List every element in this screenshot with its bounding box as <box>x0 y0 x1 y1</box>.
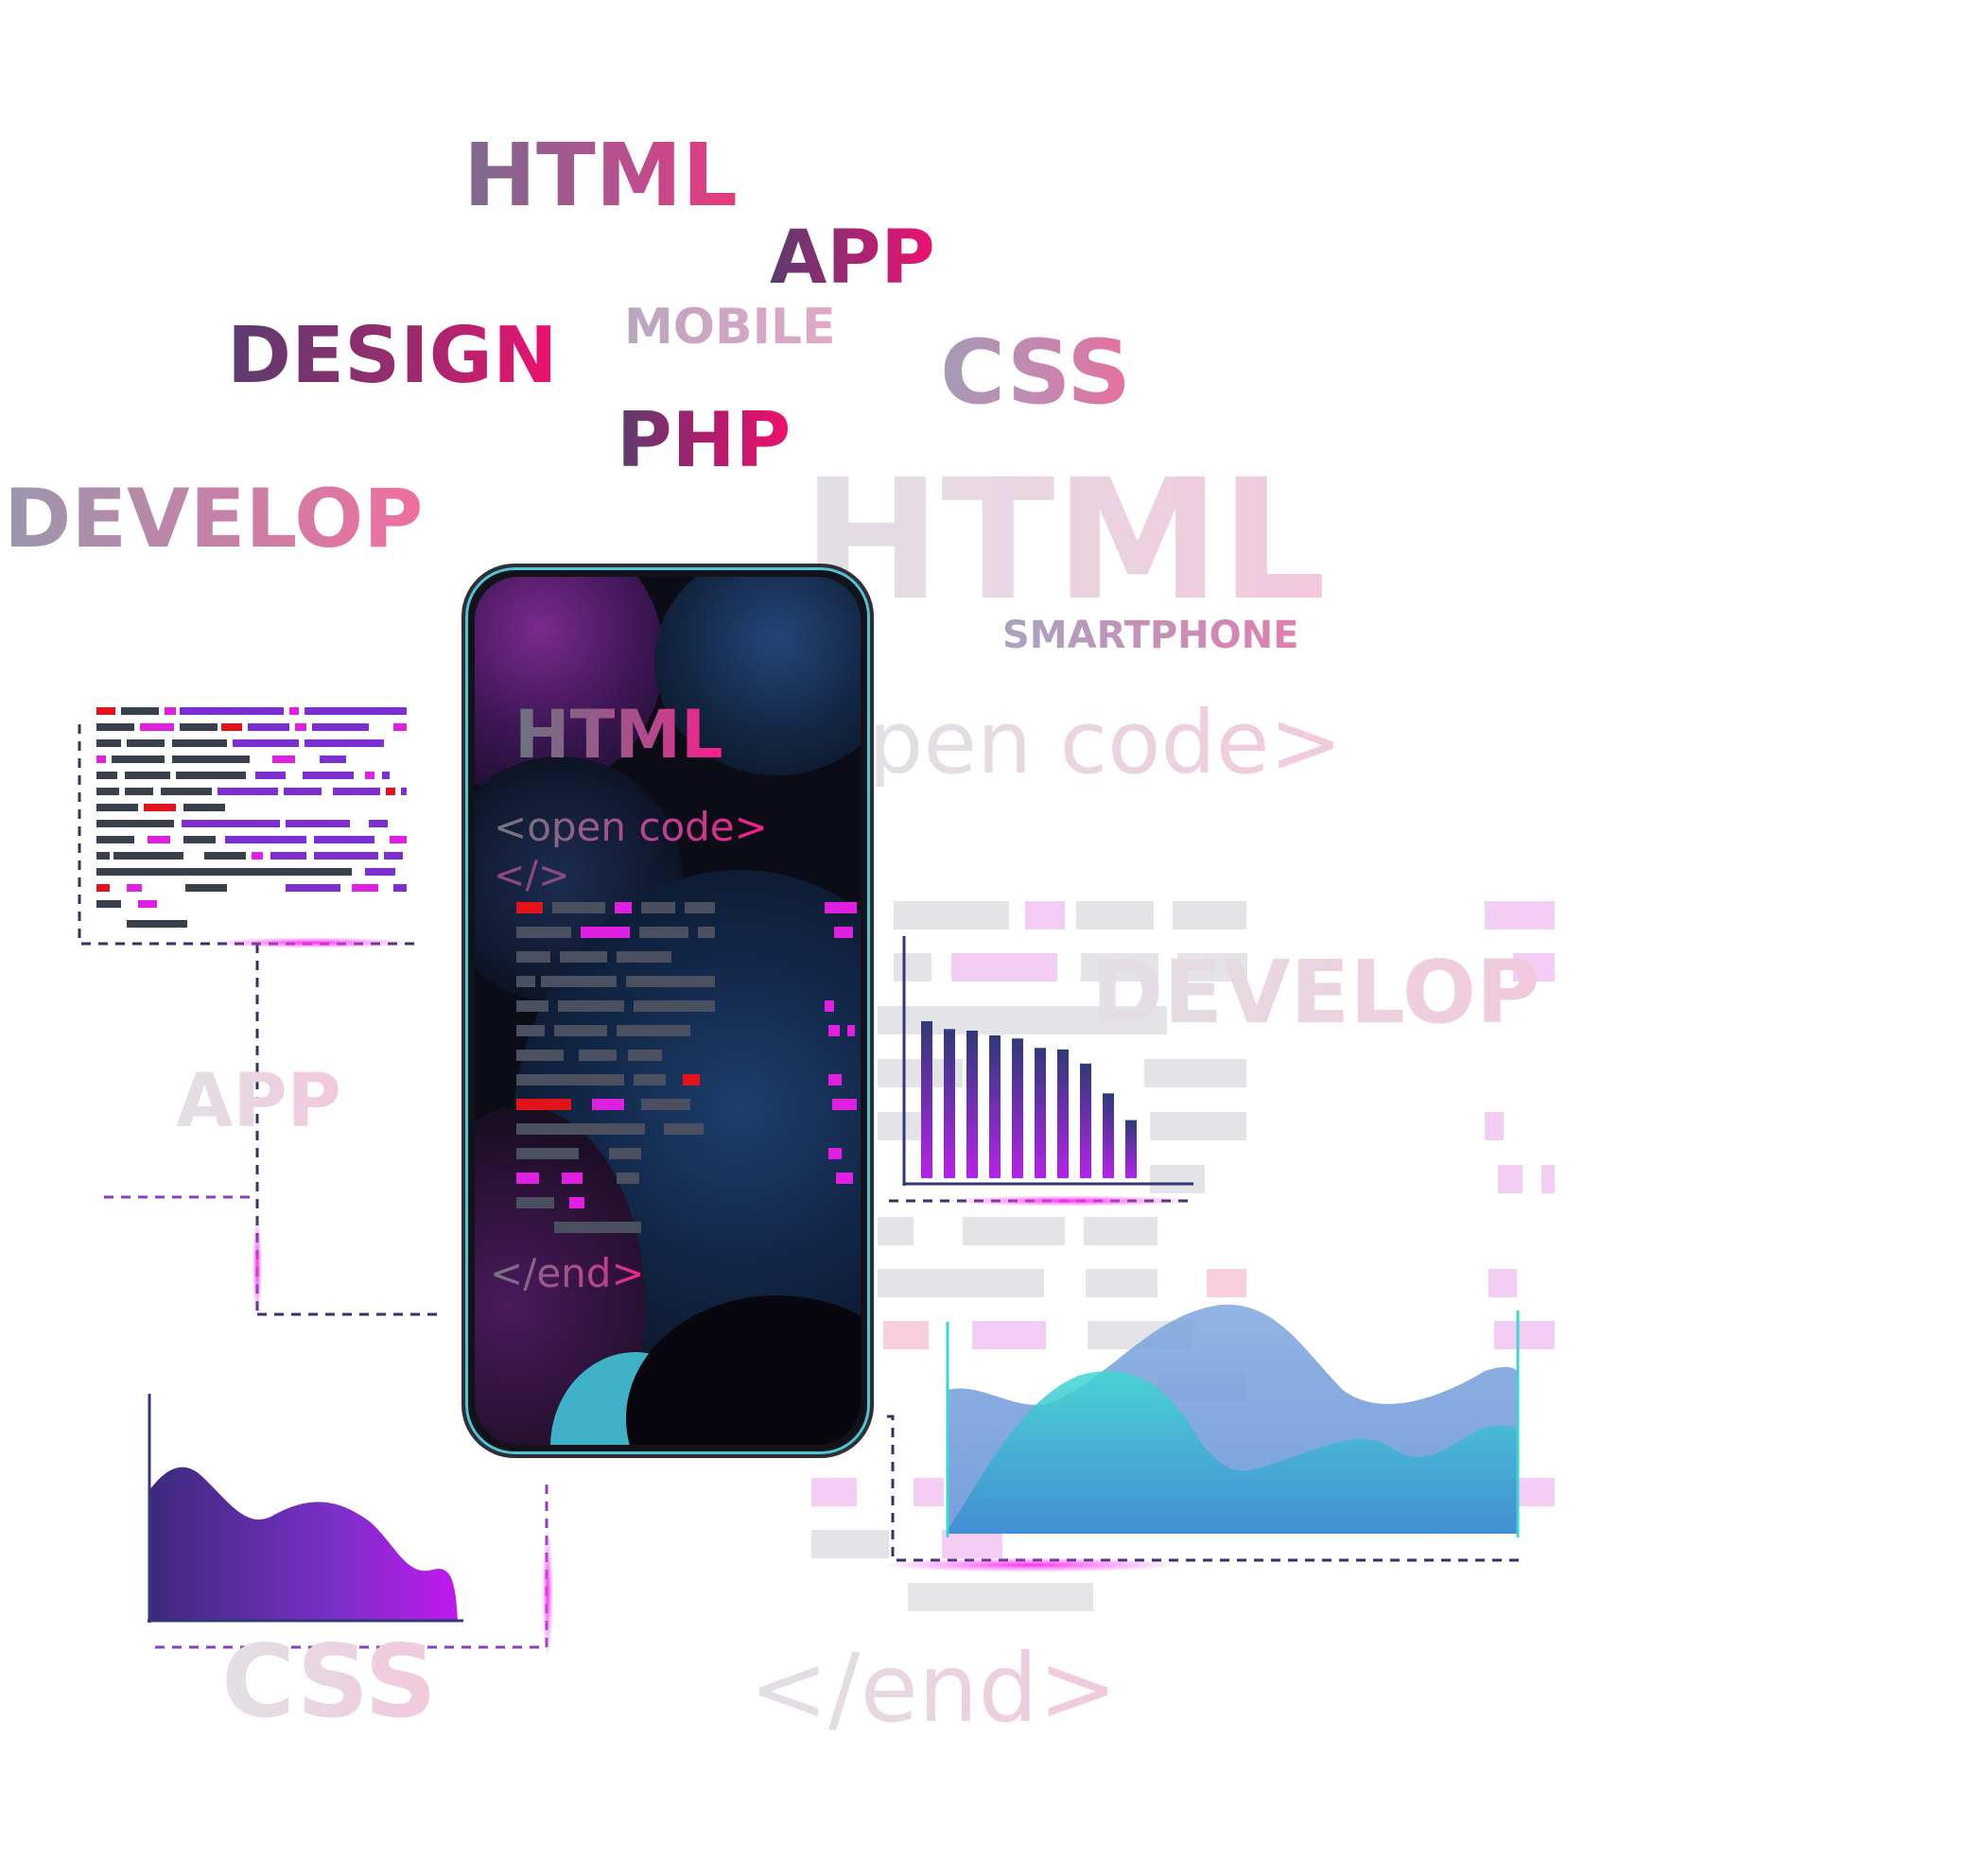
bar <box>1012 1038 1023 1178</box>
smartphone-device: HTML <open code> </> <box>461 564 874 1458</box>
phone-screen: HTML <open code> </> <box>475 577 861 1445</box>
glow-line <box>942 1195 1195 1207</box>
word-develop: DEVELOP <box>4 472 424 566</box>
word-css: CSS <box>940 321 1131 425</box>
bar <box>1057 1049 1069 1178</box>
phone-end-tag: </end> <box>490 1250 645 1296</box>
glow-line <box>252 1214 262 1320</box>
bar <box>1035 1048 1046 1178</box>
glow-line <box>210 937 414 948</box>
left-code-panel <box>96 707 407 928</box>
phone-open-code: <open code> <box>494 804 768 850</box>
glow-line <box>879 1557 1182 1572</box>
bar <box>989 1034 1001 1178</box>
bar <box>1080 1063 1091 1178</box>
glow-line <box>542 1526 553 1659</box>
area-chart-right <box>946 1304 1520 1537</box>
area-chart-left <box>148 1394 463 1623</box>
ghost-word-open-code: pen code> <box>868 692 1343 793</box>
area-series-left <box>149 1467 458 1621</box>
bar-chart <box>902 936 1193 1186</box>
word-mobile: MOBILE <box>624 299 836 356</box>
bar <box>1125 1120 1137 1178</box>
phone-close-tag: </> <box>494 854 570 897</box>
bar <box>921 1021 932 1178</box>
word-html: HTML <box>463 125 738 226</box>
bar <box>944 1029 955 1178</box>
area-series-front <box>948 1371 1518 1534</box>
ghost-word-app: APP <box>176 1059 341 1144</box>
ghost-word-html: HTML <box>802 443 1327 637</box>
ghost-word-css: CSS <box>221 1624 437 1740</box>
word-design: DESIGN <box>227 311 558 401</box>
word-php: PHP <box>617 396 792 484</box>
bar <box>966 1030 978 1178</box>
bar <box>1103 1093 1114 1178</box>
phone-code-lines <box>516 902 857 1233</box>
word-app: APP <box>770 216 935 301</box>
word-smartphone: SMARTPHONE <box>1002 614 1299 657</box>
ghost-word-develop: DEVELOP <box>1091 942 1541 1043</box>
phone-title: HTML <box>514 696 723 773</box>
ghost-word-end: </end> <box>749 1633 1118 1744</box>
